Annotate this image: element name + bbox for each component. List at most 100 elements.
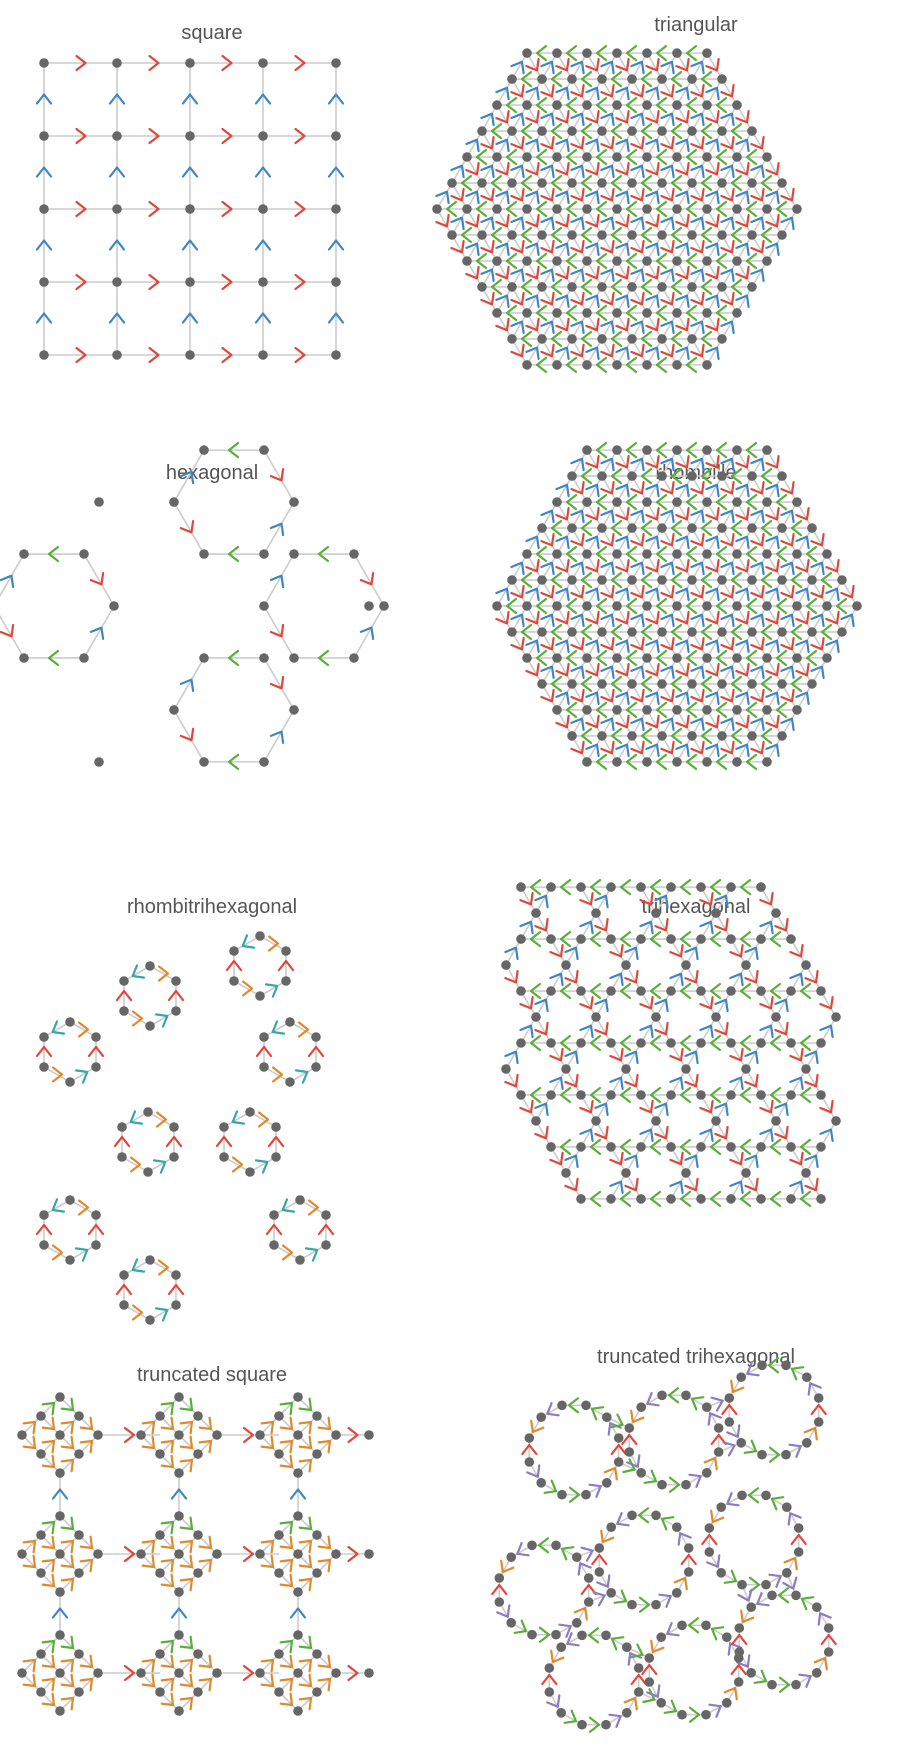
edge-arrowhead	[564, 970, 579, 984]
edge-arrowhead	[167, 1283, 185, 1296]
edge-arrowhead	[570, 613, 585, 628]
graph-edge	[571, 78, 588, 106]
edge-arrowhead	[699, 1128, 714, 1142]
graph-vertex	[65, 1255, 75, 1265]
edge-arrowhead	[160, 1535, 175, 1550]
graph-edge	[691, 338, 708, 366]
edge-arrowhead	[735, 535, 750, 550]
graph-edge	[685, 1068, 702, 1096]
edge-arrowhead	[242, 1664, 255, 1682]
edge-arrowhead	[750, 164, 765, 179]
edge-arrowhead	[87, 1045, 105, 1058]
edge-arrowhead	[60, 1539, 75, 1554]
edge-arrowhead	[215, 1135, 233, 1148]
graph-vertex	[642, 100, 652, 110]
edge-arrowhead	[735, 691, 750, 705]
graph-edge	[496, 182, 513, 210]
edge-arrowhead	[765, 714, 780, 729]
edge-arrowhead	[774, 998, 789, 1013]
edge-arrowhead	[570, 665, 585, 679]
edge-arrowhead	[675, 294, 690, 308]
edge-arrowhead	[645, 242, 660, 256]
graph-vertex	[312, 1687, 322, 1697]
edge-arrowhead	[610, 330, 623, 347]
edge-arrowhead	[480, 291, 495, 306]
graph-edge	[601, 104, 618, 132]
graph-vertex	[524, 1457, 535, 1467]
edge-arrowhead	[520, 623, 533, 641]
edge-arrowhead	[615, 714, 630, 729]
edge-arrowhead	[660, 717, 675, 731]
graph-edge	[610, 964, 627, 992]
edge-arrowhead	[549, 944, 564, 958]
graph-vertex	[492, 100, 502, 110]
graph-vertex	[39, 277, 49, 287]
graph-vertex	[169, 1122, 179, 1132]
graph-edge	[511, 605, 528, 633]
graph-vertex	[792, 549, 802, 559]
graph-vertex	[36, 1530, 46, 1540]
graph-vertex	[572, 1618, 582, 1628]
edge-arrowhead	[660, 613, 675, 628]
graph-vertex	[219, 1152, 229, 1162]
edge-arrowhead	[141, 1420, 156, 1435]
graph-vertex	[55, 1706, 65, 1716]
edge-arrowhead	[181, 93, 199, 105]
edge-arrowhead	[739, 879, 752, 896]
edge-arrowhead	[690, 561, 705, 576]
edge-arrowhead	[525, 138, 540, 153]
edge-arrowhead	[710, 1396, 724, 1412]
edge-arrowhead	[74, 1069, 89, 1084]
edge-arrowhead	[645, 58, 660, 72]
graph-vertex	[612, 705, 622, 715]
edge-arrowhead	[555, 294, 570, 308]
edge-arrowhead	[227, 545, 240, 563]
graph-vertex	[771, 1116, 781, 1126]
graph-edge	[571, 553, 588, 581]
edge-arrowhead	[22, 1435, 37, 1450]
edge-arrowhead	[294, 346, 306, 364]
graph-edge	[586, 683, 603, 711]
edge-arrowhead	[669, 1047, 684, 1062]
edge-arrowhead	[555, 714, 570, 729]
edge-arrowhead	[805, 597, 818, 615]
graph-vertex	[822, 549, 832, 559]
graph-edge	[766, 234, 783, 262]
graph-vertex	[55, 1430, 65, 1440]
graph-edge	[811, 605, 828, 633]
graph-vertex	[591, 1012, 601, 1022]
edge-arrowhead	[685, 753, 698, 770]
edge-arrowhead	[729, 1076, 744, 1090]
edge-arrowhead	[615, 162, 630, 176]
graph-vertex	[258, 350, 268, 360]
graph-edge	[721, 605, 738, 633]
edge-arrowhead	[495, 587, 510, 602]
graph-vertex	[792, 705, 802, 715]
graph-edge	[496, 579, 513, 607]
edge-arrowhead	[480, 136, 495, 150]
edge-arrowhead	[600, 320, 615, 334]
edge-arrowhead	[720, 717, 735, 731]
edge-arrowhead	[750, 457, 765, 472]
graph-edge	[781, 657, 798, 685]
edge-arrowhead	[549, 972, 564, 987]
edge-arrowhead	[267, 935, 280, 952]
graph-vertex	[537, 334, 547, 344]
graph-edge	[670, 1146, 687, 1174]
edge-arrowhead	[615, 639, 630, 653]
edge-arrowhead	[810, 1403, 827, 1416]
hexagonal-tiling-graph	[0, 442, 389, 770]
edge-arrowhead	[639, 996, 654, 1010]
edge-arrowhead	[537, 1537, 550, 1554]
edge-arrowhead	[619, 1034, 632, 1052]
graph-edge	[781, 683, 798, 711]
graph-edge	[571, 260, 588, 288]
edge-arrowhead	[257, 1111, 270, 1128]
edge-arrowhead	[579, 1024, 594, 1039]
graph-vertex	[642, 757, 652, 767]
graph-vertex	[567, 230, 577, 240]
edge-arrowhead	[570, 84, 585, 98]
edge-arrowhead	[777, 1587, 790, 1604]
graph-edge	[263, 605, 295, 659]
graph-edge	[766, 208, 783, 236]
